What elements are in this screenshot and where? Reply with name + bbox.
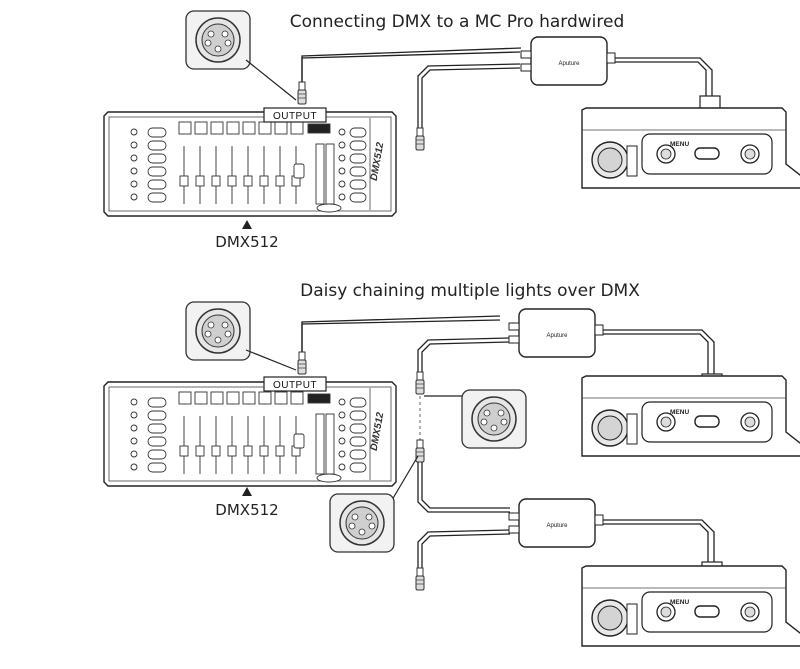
menu-label-2: MENU (670, 599, 689, 606)
adapter-brand-text: Aputure (558, 61, 580, 67)
xlr-plug-output-2 (297, 351, 307, 375)
xlr-female-callout (461, 389, 527, 449)
dmx-console: DMX512 (103, 111, 397, 217)
dmx-adapter-box-2: Aputure (508, 498, 604, 548)
mc-pro-light-2: MENU (581, 565, 800, 647)
xlr-connector-callout-2 (329, 493, 395, 553)
dmx-adapter-box: Aputure (520, 36, 616, 86)
mc-pro-light-1: MENU (581, 375, 800, 457)
xlr-plug-thru-1 (415, 371, 425, 395)
adapter-brand-text-1: Aputure (546, 333, 568, 339)
top-title: Connecting DMX to a MC Pro hardwired (290, 12, 625, 32)
bottom-section: Daisy chaining multiple lights over DMX (103, 281, 800, 647)
xlr-plug-in-2 (415, 439, 425, 463)
menu-label: MENU (670, 141, 689, 148)
console-label-2: DMX512 (215, 501, 278, 519)
console-label: DMX512 (215, 233, 278, 251)
output-port-box (263, 107, 327, 123)
dmx-console-2: DMX512 (103, 381, 397, 487)
xlr-plug-thru (415, 127, 425, 151)
menu-label-1: MENU (670, 409, 689, 416)
console-pointer-arrow-2 (242, 487, 252, 496)
output-port-box-2 (263, 376, 327, 392)
xlr-plug-output (297, 81, 307, 105)
dmx-adapter-box-1: Aputure (508, 308, 604, 358)
output-label-2: OUTPUT (273, 380, 317, 391)
console-pointer-arrow (242, 220, 252, 229)
top-section: Connecting DMX to a MC Pro hardwired Apu… (103, 10, 800, 251)
adapter-brand-text-2: Aputure (546, 523, 568, 529)
mc-pro-light: MENU (581, 107, 800, 189)
xlr-plug-thru-2 (415, 567, 425, 591)
xlr-connector-callout (185, 10, 251, 70)
bottom-title: Daisy chaining multiple lights over DMX (300, 281, 640, 301)
output-label: OUTPUT (273, 111, 317, 122)
xlr-connector-callout-1 (185, 301, 251, 361)
